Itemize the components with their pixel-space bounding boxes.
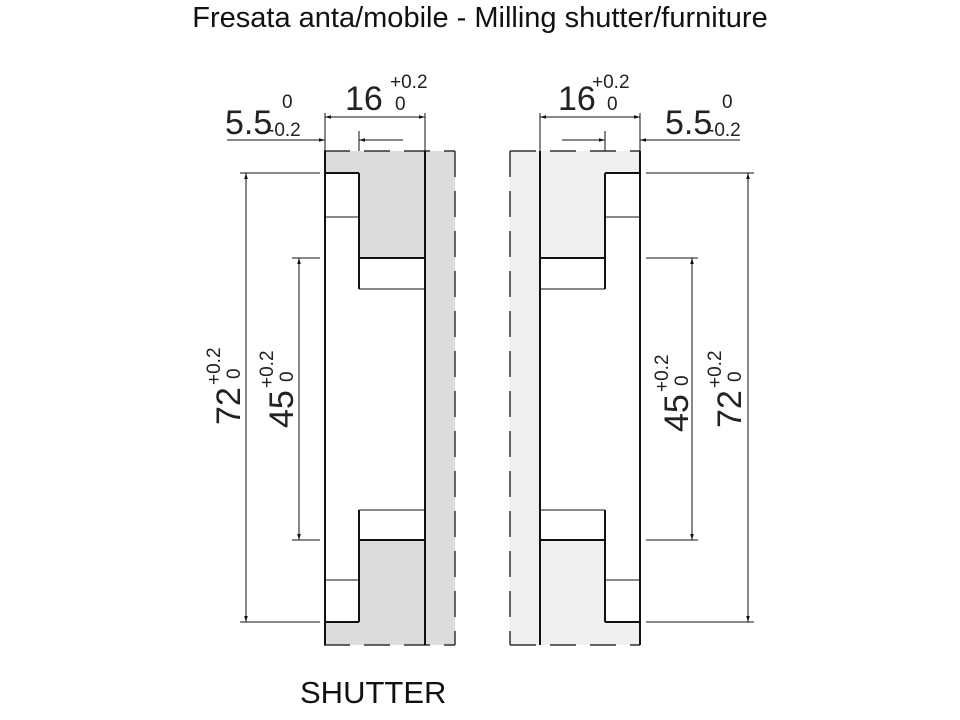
left-outer-height-value: 72 xyxy=(210,387,248,425)
right-inner-height-upper: +0.2 xyxy=(652,354,673,392)
right-profile xyxy=(539,151,641,645)
left-profile xyxy=(324,151,426,645)
right-outer-height-value: 72 xyxy=(711,390,749,428)
left-outer-height-lower: 0 xyxy=(224,368,245,379)
right-outer-height-upper: +0.2 xyxy=(705,350,726,388)
right-width-upper: +0.2 xyxy=(592,72,630,93)
left-outer-height-upper: +0.2 xyxy=(204,347,225,385)
left-section: 16 +0.2 0 5.5 0 -0.2 72 +0.2 0 45 +0.2 0 xyxy=(204,72,456,646)
left-offset-upper: 0 xyxy=(282,92,293,113)
left-width-upper: +0.2 xyxy=(390,72,428,93)
left-offset-value: 5.5 xyxy=(225,104,272,142)
right-panel-dashed-outline xyxy=(509,150,640,646)
right-offset-lower: -0.2 xyxy=(708,120,741,141)
right-section: 16 +0.2 0 5.5 0 -0.2 45 +0.2 0 72 +0.2 0 xyxy=(509,72,754,646)
right-inner-height-lower: 0 xyxy=(672,375,693,386)
diagram-title: Fresata anta/mobile - Milling shutter/fu… xyxy=(192,2,768,34)
left-width-value: 16 xyxy=(345,80,383,118)
right-width-lower: 0 xyxy=(607,94,618,115)
left-width-lower: 0 xyxy=(395,94,406,115)
right-inner-height-value: 45 xyxy=(658,394,696,432)
left-panel-dashed-outline xyxy=(324,150,456,646)
right-offset-value: 5.5 xyxy=(665,104,712,142)
left-inner-height-upper: +0.2 xyxy=(257,350,278,388)
left-inner-height-value: 45 xyxy=(263,390,301,428)
left-shading xyxy=(324,151,455,645)
right-shading xyxy=(510,151,640,645)
right-width-value: 16 xyxy=(558,80,596,118)
left-inner-height-lower: 0 xyxy=(277,371,298,382)
shutter-label: SHUTTER xyxy=(300,675,447,710)
right-outer-height-lower: 0 xyxy=(725,371,746,382)
right-offset-upper: 0 xyxy=(722,92,733,113)
left-offset-lower: -0.2 xyxy=(268,120,301,141)
